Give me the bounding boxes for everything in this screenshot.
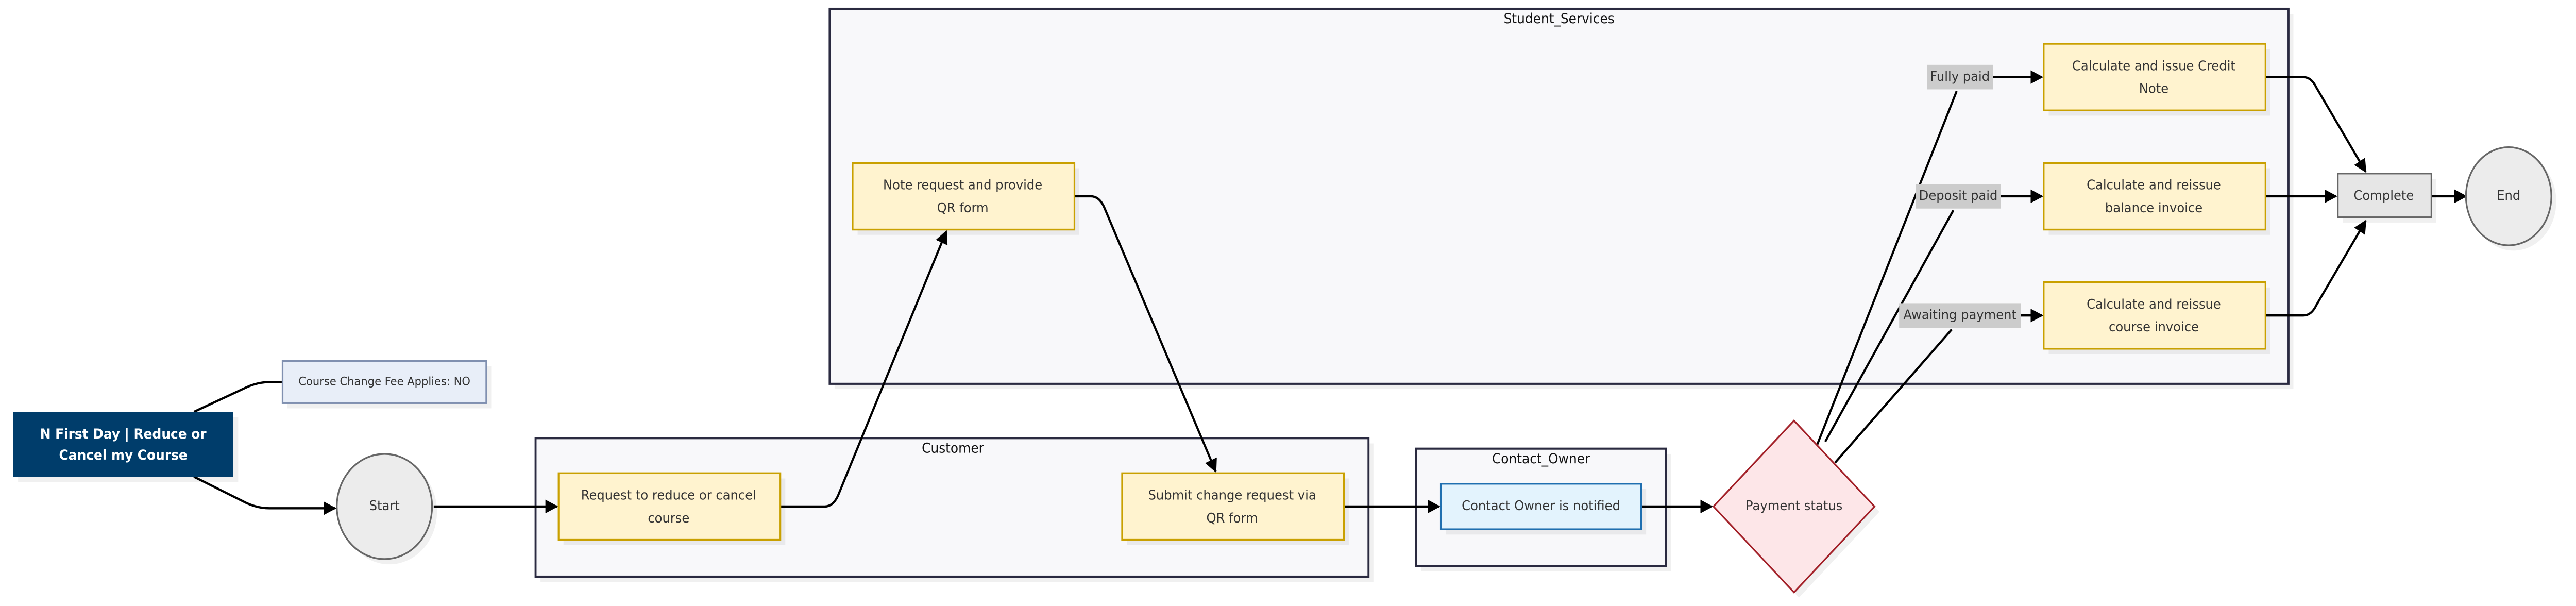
task-course-invoice-line-2: course invoice <box>2109 319 2199 335</box>
task-course-invoice-line-1: Calculate and reissue <box>2087 296 2221 312</box>
edge-payment-to-awaiting <box>1834 328 1953 464</box>
edge-title-to-note <box>193 381 283 413</box>
start-label: Start <box>369 498 400 513</box>
decision-payment-status-label: Payment status <box>1745 498 1842 513</box>
title-node[interactable]: N First Day | Reduce or Cancel my Course <box>13 412 239 482</box>
title-node-line-2: Cancel my Course <box>59 447 188 463</box>
complete-node[interactable]: Complete <box>2337 173 2436 223</box>
end-node[interactable]: End <box>2465 146 2556 251</box>
task-credit-note-line-2: Note <box>2139 81 2168 96</box>
task-submit-line-1: Submit change request via <box>1148 487 1316 503</box>
task-credit-note[interactable]: Calculate and issue Credit Note <box>2043 43 2270 116</box>
edge-credit-to-complete <box>2265 76 2367 173</box>
task-balance-invoice-line-1: Calculate and reissue <box>2087 177 2221 193</box>
edge-course-to-complete <box>2265 220 2367 317</box>
decision-payment-status[interactable]: Payment status <box>1712 419 1879 598</box>
edge-label-deposit-paid: Deposit paid <box>1916 184 2001 209</box>
task-submit-line-2: QR form <box>1207 510 1258 526</box>
task-note-request-line-1: Note request and provide <box>883 177 1042 193</box>
task-note-request-line-2: QR form <box>937 200 989 215</box>
end-label: End <box>2497 188 2520 203</box>
fee-note[interactable]: Course Change Fee Applies: NO <box>281 360 492 409</box>
task-balance-invoice-line-2: balance invoice <box>2105 200 2202 215</box>
task-credit-note-line-1: Calculate and issue Credit <box>2072 58 2235 74</box>
fee-note-text: Course Change Fee Applies: NO <box>298 375 470 389</box>
task-request-line-1: Request to reduce or cancel <box>581 487 756 503</box>
edge-label-fully-paid-text: Fully paid <box>1930 69 1990 84</box>
edge-label-deposit-paid-text: Deposit paid <box>1919 188 1998 203</box>
start-node[interactable]: Start <box>336 453 437 565</box>
title-node-line-1: N First Day | Reduce or <box>40 426 207 442</box>
edge-title-to-start <box>193 476 336 515</box>
group-title-student-services: Student_Services <box>1504 11 1615 27</box>
edge-payment-to-fully-paid <box>1816 91 1958 446</box>
task-contact-notified[interactable]: Contact Owner is notified <box>1439 483 1647 535</box>
task-note-request[interactable]: Note request and provide QR form <box>852 162 1080 235</box>
task-request[interactable]: Request to reduce or cancel course <box>557 472 786 545</box>
edge-request-to-note-request <box>780 230 948 508</box>
edge-label-awaiting-payment: Awaiting payment <box>1899 303 2021 328</box>
task-request-line-2: course <box>648 510 689 526</box>
task-contact-notified-label: Contact Owner is notified <box>1462 498 1620 513</box>
task-balance-invoice[interactable]: Calculate and reissue balance invoice <box>2043 162 2270 235</box>
edges <box>193 70 2467 515</box>
group-title-contact-owner: Contact_Owner <box>1492 451 1590 467</box>
task-submit[interactable]: Submit change request via QR form <box>1121 472 1349 545</box>
edge-note-request-to-submit <box>1074 195 1217 473</box>
edge-payment-to-deposit-paid <box>1824 210 1955 443</box>
edge-label-fully-paid: Fully paid <box>1927 64 1993 90</box>
group-title-customer: Customer <box>922 441 984 457</box>
complete-label: Complete <box>2354 188 2414 203</box>
task-course-invoice[interactable]: Calculate and reissue course invoice <box>2043 281 2270 355</box>
edge-label-awaiting-payment-text: Awaiting payment <box>1903 307 2016 323</box>
